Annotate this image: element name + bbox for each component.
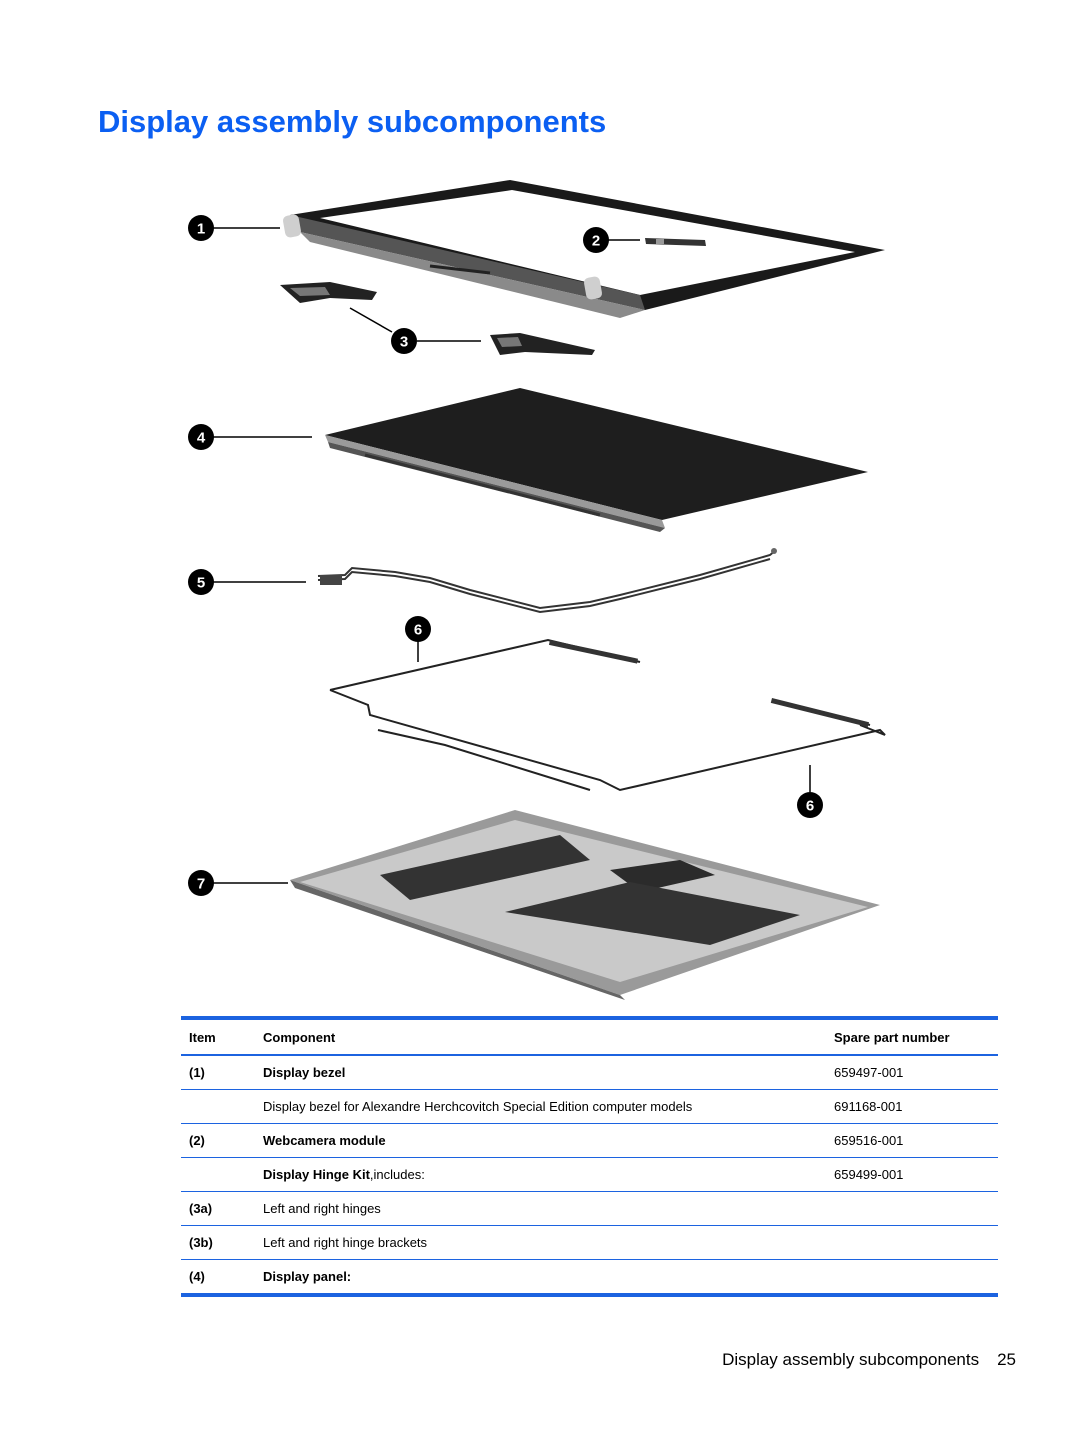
svg-text:3: 3 bbox=[400, 334, 408, 351]
component-name: Display panel: bbox=[263, 1269, 352, 1284]
cell-spare-part-number bbox=[826, 1191, 998, 1226]
exploded-view-illustration: 1 2 3 4 5 6 6 7 bbox=[0, 170, 1080, 1010]
callout-2: 2 bbox=[583, 227, 609, 253]
cell-component: Display bezel for Alexandre Herchcovitch… bbox=[255, 1089, 826, 1124]
svg-text:6: 6 bbox=[414, 622, 422, 639]
cell-component: Display bezel bbox=[255, 1055, 826, 1090]
component-suffix: ,includes: bbox=[369, 1167, 425, 1182]
page-title: Display assembly subcomponents bbox=[98, 104, 607, 139]
cell-component: Display Hinge Kit,includes: bbox=[255, 1157, 826, 1192]
antenna-cable-part bbox=[329, 638, 886, 792]
svg-text:7: 7 bbox=[197, 876, 205, 893]
spare-parts-table: Item Component Spare part number (1) Disp… bbox=[181, 1016, 998, 1297]
cell-item bbox=[181, 1089, 255, 1124]
svg-text:5: 5 bbox=[197, 575, 205, 592]
cell-item: (4) bbox=[189, 1269, 205, 1284]
table-row: (1) Display bezel 659497-001 bbox=[181, 1055, 998, 1090]
display-cable-part bbox=[317, 548, 777, 614]
page-footer: Display assembly subcomponents 25 bbox=[722, 1350, 1016, 1370]
callout-6-top: 6 bbox=[405, 616, 431, 642]
cell-spare-part-number: 691168-001 bbox=[826, 1089, 998, 1124]
table-row: Display bezel for Alexandre Herchcovitch… bbox=[181, 1089, 998, 1124]
column-header-component: Component bbox=[255, 1018, 826, 1056]
leader-lines bbox=[212, 227, 811, 884]
cell-spare-part-number bbox=[826, 1225, 998, 1260]
svg-text:6: 6 bbox=[806, 798, 814, 815]
cell-item: (3a) bbox=[181, 1191, 255, 1226]
callout-7: 7 bbox=[188, 870, 214, 896]
display-panel-part bbox=[325, 388, 868, 532]
cell-spare-part-number: 659516-001 bbox=[826, 1123, 998, 1158]
component-name: Left and right hinges bbox=[263, 1201, 381, 1216]
column-header-item: Item bbox=[181, 1018, 255, 1056]
column-header-part: Spare part number bbox=[826, 1018, 998, 1056]
cell-component: Left and right hinges bbox=[255, 1191, 826, 1226]
page-number: 25 bbox=[997, 1350, 1016, 1369]
cell-item: (2) bbox=[181, 1123, 255, 1158]
component-name: Display bezel bbox=[263, 1065, 346, 1080]
cell-item: (1) bbox=[181, 1055, 255, 1090]
table-row: (4) Display panel: bbox=[181, 1260, 998, 1296]
cell-component: Left and right hinge brackets bbox=[255, 1225, 826, 1260]
svg-text:4: 4 bbox=[197, 430, 206, 447]
component-name: Left and right hinge brackets bbox=[263, 1235, 428, 1250]
table-row: (3b) Left and right hinge brackets bbox=[181, 1225, 998, 1260]
hinges-part bbox=[280, 282, 595, 355]
component-name: Display Hinge Kit bbox=[263, 1167, 370, 1182]
table-row: Display Hinge Kit,includes:659499-001 bbox=[181, 1157, 998, 1192]
webcam-module-part bbox=[645, 238, 706, 246]
component-name: Display bezel for Alexandre Herchcovitch… bbox=[263, 1099, 693, 1114]
callout-3: 3 bbox=[391, 328, 417, 354]
callout-5: 5 bbox=[188, 569, 214, 595]
cell-component: Webcamera module bbox=[255, 1123, 826, 1158]
table-row: (2) Webcamera module 659516-001 bbox=[181, 1123, 998, 1158]
table-row: (3a) Left and right hinges bbox=[181, 1191, 998, 1226]
display-back-cover-part bbox=[290, 810, 880, 1000]
exploded-view-svg: 1 2 3 4 5 6 6 7 bbox=[188, 180, 886, 1000]
footer-section-title: Display assembly subcomponents bbox=[722, 1350, 980, 1369]
cell-spare-part-number: 659497-001 bbox=[826, 1055, 998, 1090]
component-name: Webcamera module bbox=[263, 1133, 386, 1148]
cell-component: Display panel: bbox=[255, 1260, 826, 1296]
cell-spare-part-number bbox=[826, 1260, 998, 1296]
cell-spare-part-number: 659499-001 bbox=[826, 1157, 998, 1192]
cell-item: (3b) bbox=[181, 1225, 255, 1260]
cell-item bbox=[181, 1157, 255, 1192]
svg-text:1: 1 bbox=[197, 221, 205, 238]
table-header-row: Item Component Spare part number bbox=[181, 1018, 998, 1056]
callout-4: 4 bbox=[188, 424, 214, 450]
callout-6-bottom: 6 bbox=[797, 792, 823, 818]
svg-text:2: 2 bbox=[592, 233, 600, 250]
callout-1: 1 bbox=[188, 215, 214, 241]
